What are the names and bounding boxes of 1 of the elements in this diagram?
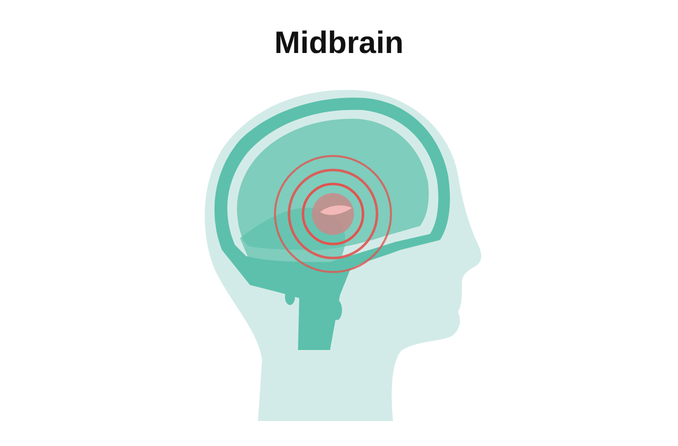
- title: Midbrain: [274, 24, 404, 62]
